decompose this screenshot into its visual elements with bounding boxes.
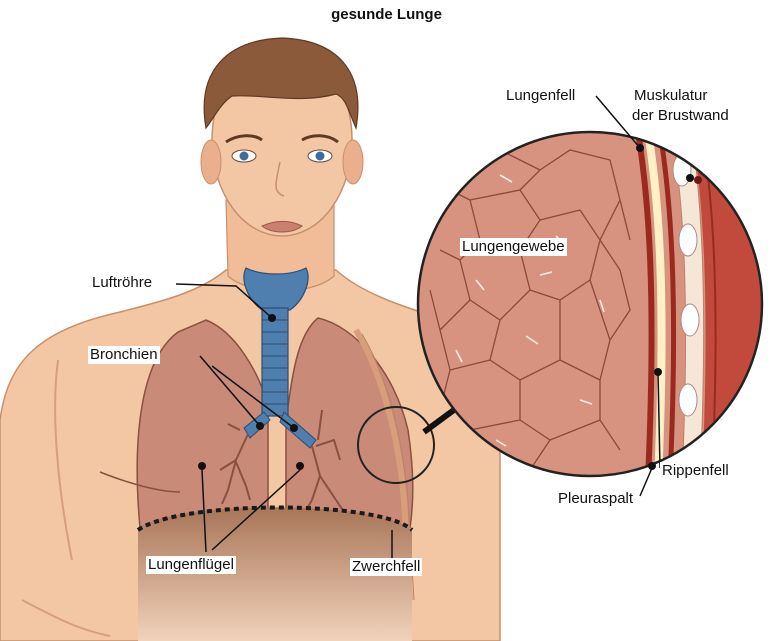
- label-lungenfell: Lungenfell: [504, 87, 577, 105]
- magnified-view: [418, 120, 773, 480]
- trachea: [262, 308, 288, 416]
- label-lungengewebe: Lungengewebe: [460, 238, 567, 256]
- label-bronchien: Bronchien: [88, 346, 160, 364]
- label-zwerchfell: Zwerchfell: [350, 558, 422, 576]
- label-lungenfluegel: Lungenflügel: [146, 556, 236, 574]
- label-muskulatur-line2: der Brustwand: [630, 107, 731, 125]
- label-pleuraspalt: Pleuraspalt: [556, 490, 635, 508]
- label-luftroehre: Luftröhre: [90, 274, 154, 292]
- label-muskulatur-line1: Muskulatur: [632, 87, 709, 105]
- label-rippenfell: Rippenfell: [660, 462, 731, 480]
